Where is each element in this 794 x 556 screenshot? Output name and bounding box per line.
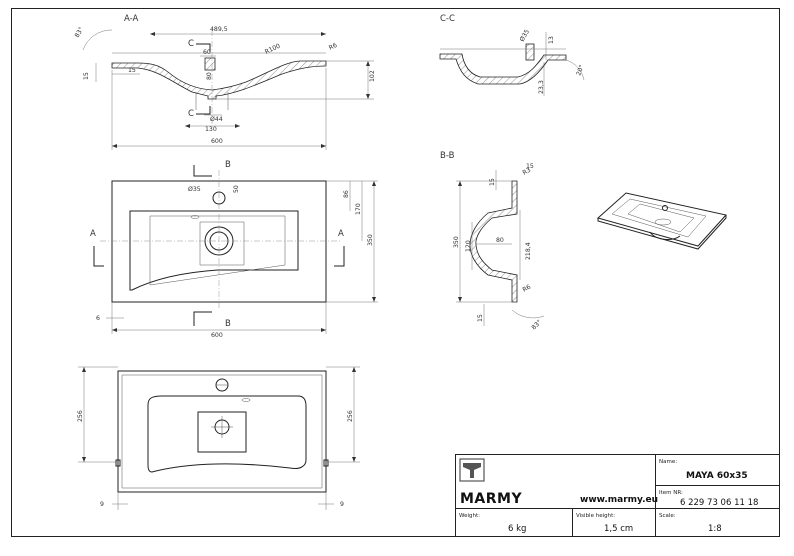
name-value: MAYA 60x35 (686, 471, 748, 481)
aa-tap-hole (204, 57, 216, 71)
dim-cc-233: 23,3 (538, 80, 545, 94)
bottom-view: 256 256 9 9 (77, 366, 360, 510)
dim-aa-600: 600 (211, 138, 223, 145)
scale-label: Scale: (659, 513, 676, 519)
dim-top-d35: Ø35 (188, 185, 201, 193)
cc-basin-section (439, 53, 567, 85)
section-bb-label: B-B (440, 151, 455, 161)
bottom-basin-outline (147, 395, 307, 473)
dim-top-6: 6 (96, 315, 100, 322)
top-view: Ø35 50 86 170 350 6 600 A A B B (90, 160, 378, 339)
weight-value: 6 kg (508, 524, 526, 534)
iso-basin-rim (611, 198, 707, 238)
title-block: MARMY www.marmy.eu Name: MAYA 60x35 Item… (455, 454, 780, 537)
dim-bb-2184: 218,4 (525, 242, 532, 260)
dim-aa-15b: 15 (128, 67, 136, 74)
top-basin-outline (129, 210, 299, 291)
bb-basin-section (469, 180, 518, 303)
dim-aa-102: 102 (369, 70, 376, 82)
dim-bb-80: 80 (496, 237, 504, 244)
dim-aa-15a: 15 (83, 72, 90, 80)
dim-aa-489: 489,5 (210, 26, 228, 33)
dim-bottom-9-left: 9 (100, 501, 104, 508)
section-cc-view: C-C Ø35 13 20° 23,3 (439, 14, 586, 96)
section-bb-view: B-B 350 120 80 218,4 15 R3 15 R6 15 83° (440, 151, 545, 331)
cut-b-bottom-label: B (225, 319, 231, 329)
cut-b-top-label: B (225, 160, 231, 170)
dim-aa-80: 80 (206, 72, 213, 80)
dim-top-350: 350 (367, 234, 374, 246)
bottom-drain-recess (197, 411, 247, 453)
dim-bottom-256-right: 256 (347, 410, 354, 422)
dim-top-50: 50 (233, 185, 240, 193)
dim-bb-120: 120 (465, 240, 472, 252)
item-value: 6 229 73 06 11 18 (680, 498, 758, 508)
cc-tap-hole (525, 43, 535, 61)
cut-c-top-label: C (188, 39, 194, 49)
dim-bb-15c: 15 (477, 314, 484, 322)
weight-label: Weight: (459, 513, 480, 519)
cut-a-right-label: A (338, 229, 344, 239)
dim-top-170: 170 (355, 203, 362, 215)
dim-bottom-256-left: 256 (77, 410, 84, 422)
dim-aa-60: 60 (203, 49, 211, 56)
dim-aa-r6: R6 (328, 42, 338, 52)
dim-bb-angle: 83° (530, 318, 543, 331)
dim-aa-130: 130 (205, 126, 217, 133)
dim-bb-r3: R3 (522, 167, 533, 177)
name-label: Name: (659, 459, 677, 465)
section-cc-label: C-C (440, 14, 455, 24)
dim-cc-20: 20° (574, 64, 585, 77)
dim-bottom-9-right: 9 (340, 501, 344, 508)
dim-bb-15b: 15 (489, 178, 496, 186)
iso-top-surface (596, 192, 727, 247)
visible-height-label: Visible height: (576, 513, 615, 519)
brand-name: MARMY (460, 491, 522, 507)
cut-a-left-label: A (90, 229, 96, 239)
dim-bb-350: 350 (453, 236, 460, 248)
visible-height-value: 1,5 cm (604, 524, 633, 534)
dim-aa-d44: Ø44 (210, 115, 223, 123)
section-aa-view: A-A 489,5 60 R100 R6 15 15 80 102 Ø44 13… (73, 14, 376, 150)
cut-c-bottom-label: C (188, 109, 194, 119)
isometric-view (596, 192, 727, 250)
brand-website: www.marmy.eu (580, 495, 658, 505)
dim-aa-r100: R100 (264, 43, 282, 56)
dim-bb-r6: R6 (522, 284, 533, 294)
aa-basin-section (111, 60, 327, 100)
dim-cc-d35: Ø35 (518, 28, 531, 43)
dim-cc-13: 13 (548, 36, 555, 44)
top-overflow (190, 215, 200, 219)
iso-drain (654, 218, 672, 226)
dim-aa-angle: 83° (73, 26, 85, 39)
section-aa-label: A-A (124, 14, 139, 24)
sheet-frame (11, 8, 780, 537)
scale-value: 1:8 (708, 524, 722, 534)
marmy-logo: MARMY (459, 458, 522, 507)
dim-bb-15a: 15 (526, 163, 534, 170)
iso-tap-hole (662, 205, 668, 211)
dim-top-600: 600 (211, 332, 223, 339)
item-label: Item NR: (659, 490, 683, 496)
dim-top-86: 86 (343, 190, 350, 198)
